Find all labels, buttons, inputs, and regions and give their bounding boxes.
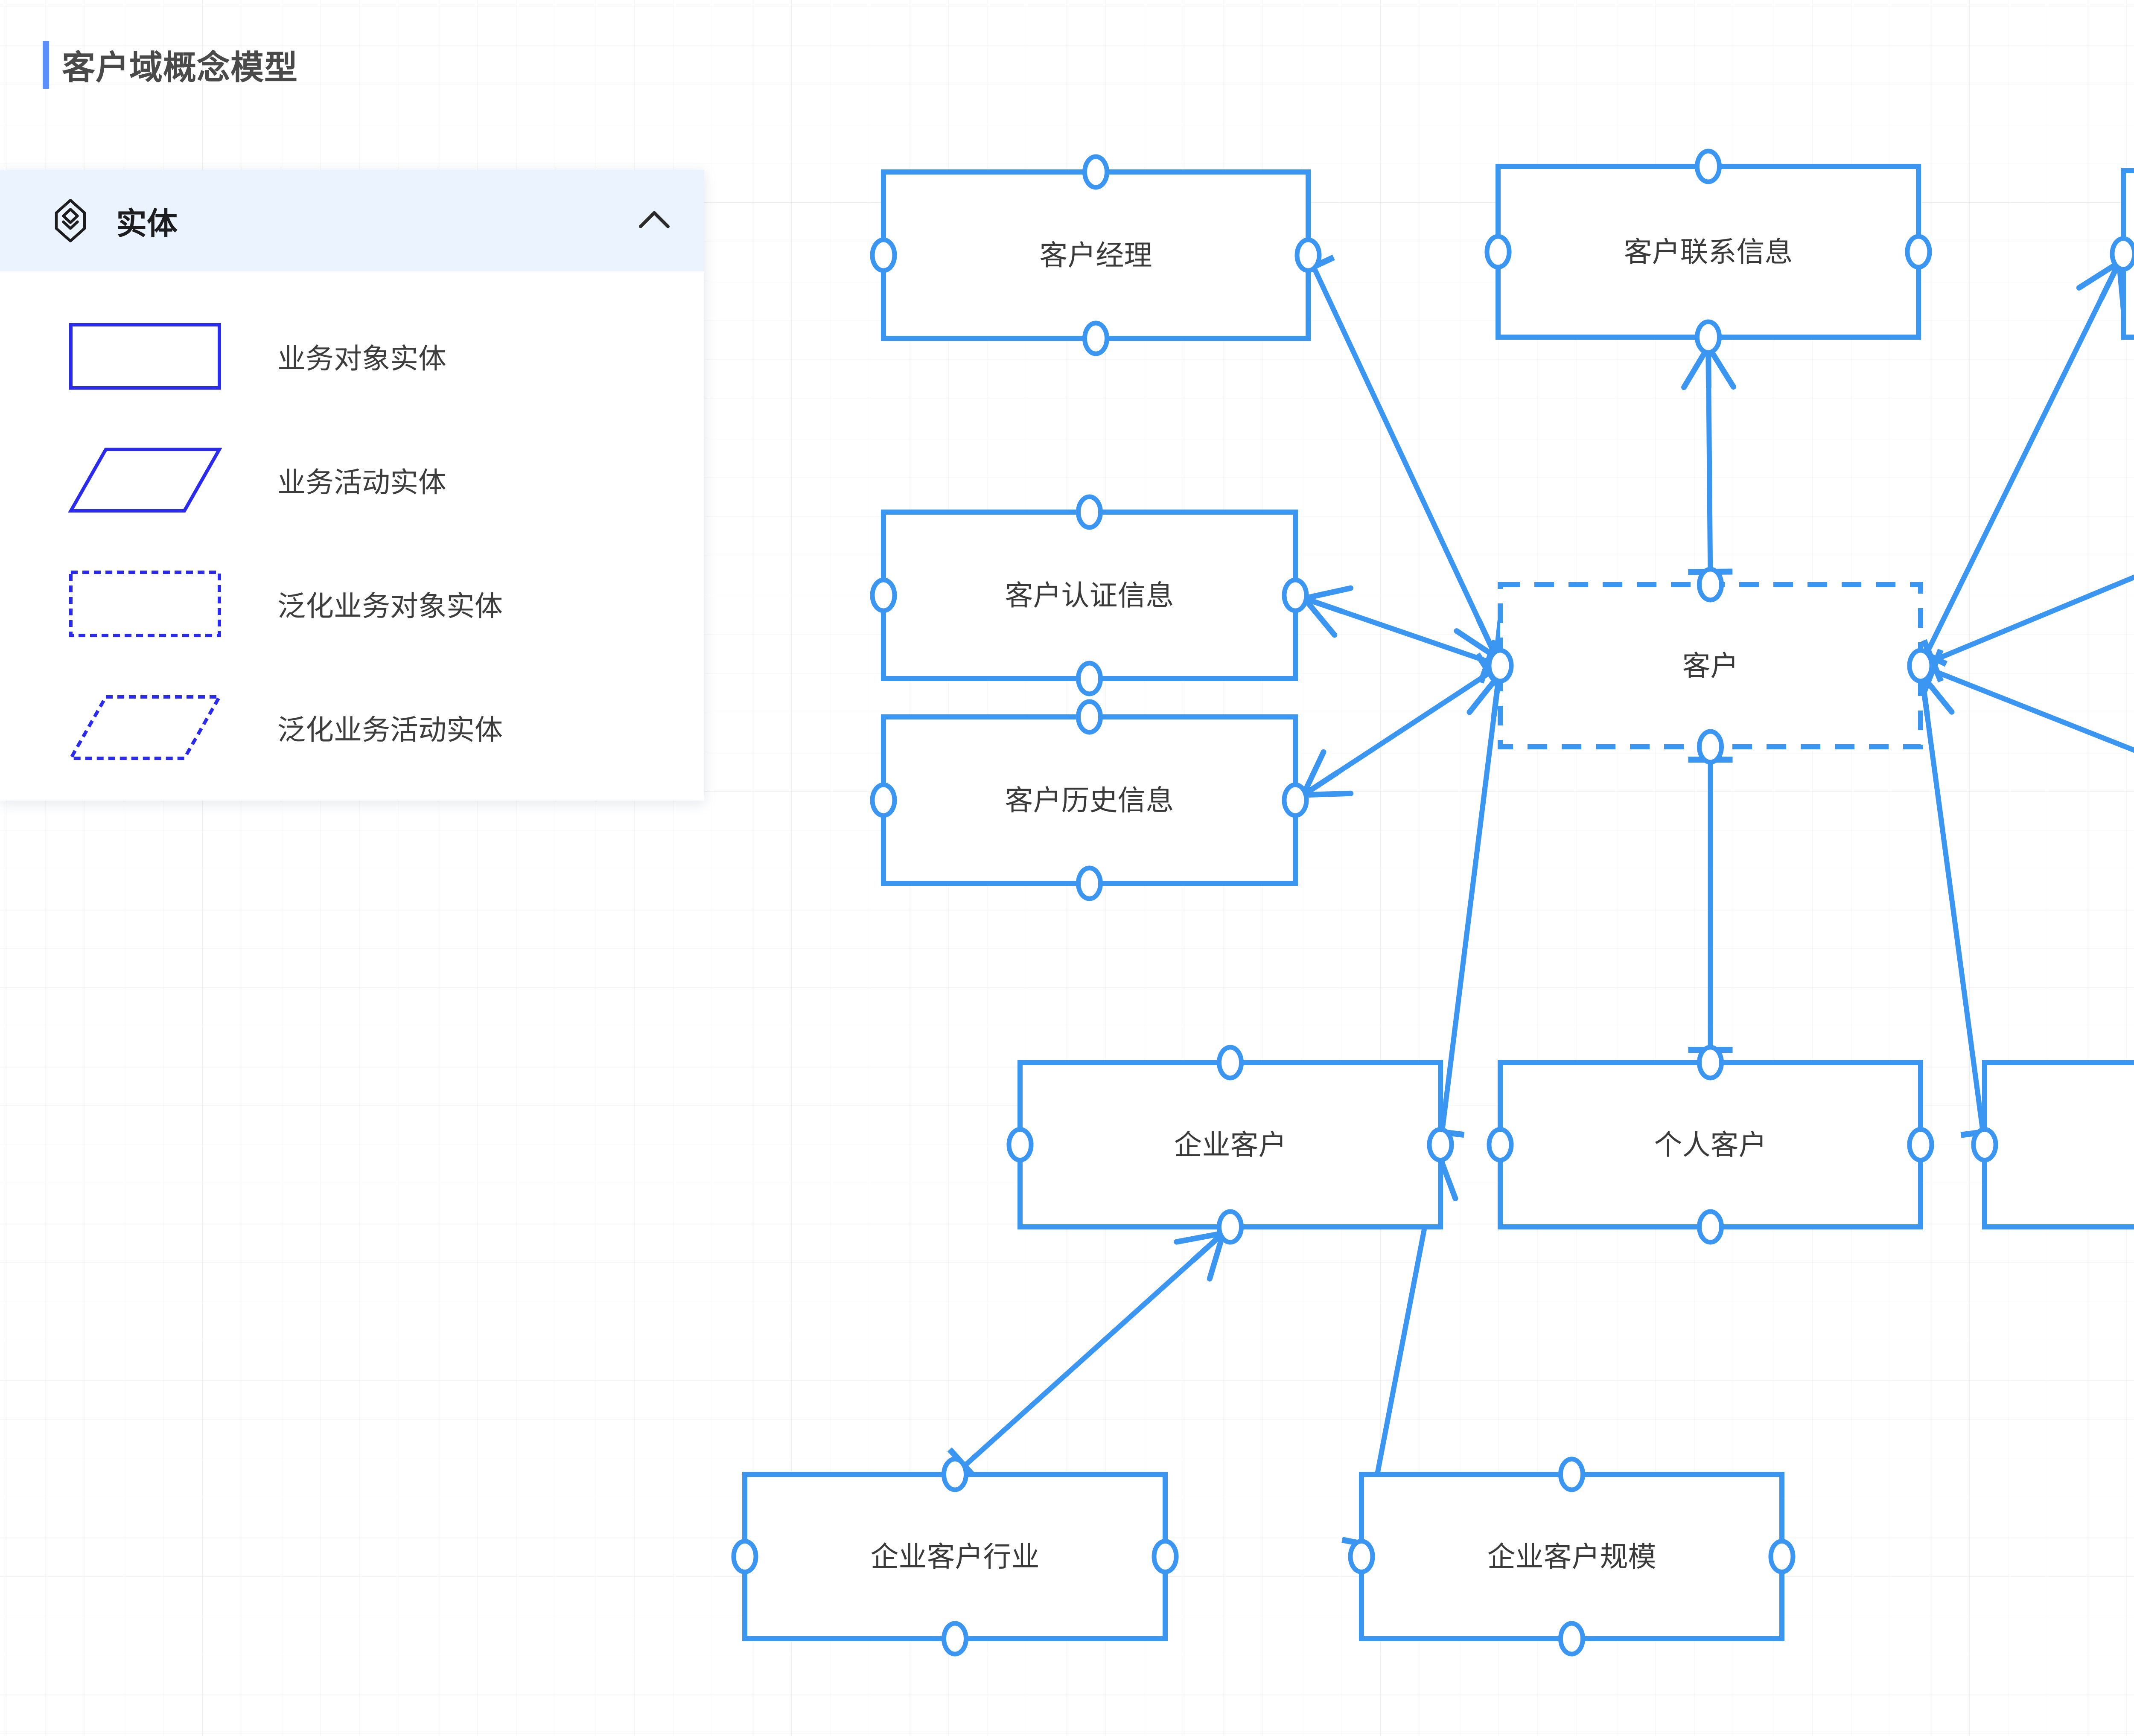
legend-swatch-generic-business-object — [68, 570, 222, 638]
edges-layer — [947, 251, 2134, 1559]
relationship-edge[interactable] — [1293, 652, 1504, 803]
entity-label: 客户经理 — [1040, 239, 1152, 271]
legend-item[interactable]: 泛化业务活动实体 — [0, 666, 704, 789]
entity-node[interactable]: 企业客户 — [1006, 1045, 1454, 1245]
legend-swatch-business-object — [68, 322, 222, 390]
legend-header[interactable]: 实体 — [0, 170, 704, 271]
entity-label: 个人客户 — [1654, 1129, 1767, 1161]
entity-node[interactable]: 企业客户规模 — [1348, 1456, 1796, 1657]
relationship-edge[interactable] — [947, 1224, 1233, 1485]
entity-label: 客户联系信息 — [1624, 236, 1793, 268]
entity-label: 企业客户 — [1174, 1129, 1287, 1161]
entity-node[interactable]: 客户历史信息 — [870, 699, 1309, 901]
legend-panel: 实体 业务对象实体业务活动实体泛化业务对象实体泛化业务活动实体 — [0, 170, 704, 801]
entity-label: 企业客户行业 — [871, 1541, 1040, 1573]
nodes-layer: 客户经理客户联系信息客户扩展信息客户认证信息客户历史信息客户客户类型客户分类信息… — [731, 149, 2134, 1657]
legend-title: 实体 — [116, 207, 178, 241]
relationship-edge[interactable] — [1681, 335, 1737, 587]
legend-item[interactable]: 泛化业务对象实体 — [0, 542, 704, 666]
page-title-text: 客户域概念模型 — [62, 49, 298, 86]
legend-swatch-business-activity — [68, 446, 222, 514]
legend-item[interactable]: 业务活动实体 — [0, 418, 704, 542]
entity-node[interactable]: 个人客户 — [1487, 1045, 1934, 1245]
legend-item[interactable]: 业务对象实体 — [0, 294, 704, 418]
relationship-edge[interactable] — [1918, 649, 2134, 804]
relationship-edge[interactable] — [1905, 251, 2126, 668]
entity-node[interactable]: 客户认证信息 — [870, 494, 1309, 696]
relationship-edge[interactable] — [1688, 744, 1733, 1065]
entity-layers-icon — [47, 197, 94, 244]
entity-node[interactable]: 客户 — [1487, 567, 1934, 765]
entity-label: 客户 — [1682, 650, 1739, 682]
entity-label: 企业客户规模 — [1487, 1541, 1656, 1573]
entity-node[interactable]: 集团客户 — [1971, 1047, 2134, 1242]
legend-items-list: 业务对象实体业务活动实体泛化业务对象实体泛化业务活动实体 — [0, 271, 704, 789]
page-title: 客户域概念模型 — [43, 41, 298, 89]
legend-item-label: 泛化业务对象实体 — [277, 590, 503, 622]
entity-node[interactable]: 企业客户行业 — [731, 1456, 1179, 1657]
legend-item-label: 业务活动实体 — [277, 466, 446, 498]
legend-swatch-generic-business-activity — [68, 693, 222, 762]
entity-label: 客户认证信息 — [1005, 580, 1174, 611]
entity-node[interactable]: 客户扩展信息 — [2110, 155, 2134, 352]
title-accent-bar — [43, 41, 49, 89]
relationship-edge[interactable] — [1293, 585, 1503, 684]
legend-item-label: 泛化业务活动实体 — [277, 714, 503, 746]
entity-node[interactable]: 客户经理 — [870, 154, 1322, 356]
entity-label: 客户历史信息 — [1005, 784, 1174, 816]
legend-item-label: 业务对象实体 — [277, 343, 446, 374]
entity-node[interactable]: 客户联系信息 — [1484, 149, 1932, 355]
chevron-up-icon[interactable] — [631, 197, 678, 244]
